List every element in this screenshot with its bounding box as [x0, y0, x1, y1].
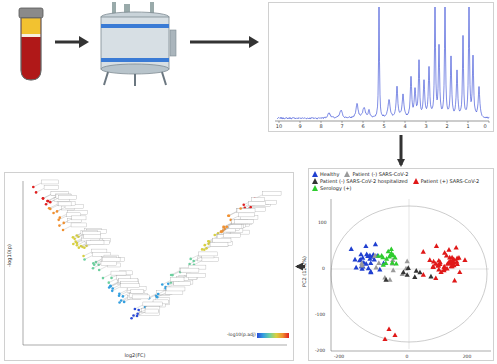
legend-item: Patient (-) SARS-CoV-2 hospitalized [312, 178, 408, 184]
volcano-panel: -log10(p) log2(FC) -log10(p.adj) [4, 172, 294, 361]
legend-swatch [312, 185, 318, 191]
legend-text: Serology (+) [320, 185, 352, 191]
axis-tick: 9 [298, 124, 301, 129]
axis-tick: 2 [445, 124, 448, 129]
colorbar-label: -log10(p.adj) [227, 333, 256, 338]
legend-text: Patient (+) SARS-CoV-2 [421, 178, 479, 184]
flow-arrow [190, 36, 259, 48]
axis-tick: 6 [361, 124, 364, 129]
axis-tick: 8 [319, 124, 322, 129]
legend-item: Patient (-) SARS-CoV-2 [344, 171, 408, 177]
axis-tick: 5 [382, 124, 385, 129]
axis-tick: -100 [315, 313, 325, 318]
axis-title: PC2 (12.2%) [303, 256, 308, 287]
axis-tick: 7 [340, 124, 343, 129]
legend-swatch [413, 178, 419, 184]
legend-item: Serology (+) [312, 185, 352, 191]
blood-tube [19, 8, 43, 80]
plot-drawing [269, 3, 495, 133]
legend-swatch [344, 171, 350, 177]
axis-tick: 1 [466, 124, 469, 129]
legend-item: Patient (+) SARS-CoV-2 [413, 178, 479, 184]
legend-item: Healthy [312, 171, 339, 177]
legend-swatch [312, 178, 318, 184]
flow-arrow [400, 135, 403, 165]
axis-tick: 3 [424, 124, 427, 129]
legend: Healthy Patient (-) SARS-CoV-2Patient (-)… [312, 171, 490, 191]
axis-title: log2(FC) [124, 353, 145, 358]
legend-text: Healthy [320, 171, 339, 177]
axis-tick: 0 [406, 355, 409, 360]
nmr-spectrometer [101, 2, 176, 86]
spectrum-panel: 109876543210 [268, 2, 494, 132]
axis-tick: 0 [322, 267, 325, 272]
axis-tick: 100 [318, 221, 327, 226]
flow-arrow [55, 36, 89, 48]
axis-tick: 200 [463, 355, 472, 360]
axis-tick: -200 [334, 355, 344, 360]
axis-tick: 10 [276, 124, 282, 129]
plot-drawing [309, 169, 495, 362]
axis-title: -log10(p) [7, 244, 12, 267]
axis-tick: 0 [483, 124, 486, 129]
legend-text: Patient (-) SARS-CoV-2 hospitalized [320, 178, 408, 184]
pca-panel: PC2 (12.2%)1000-100-200-2000200 [308, 168, 494, 361]
axis-tick: 4 [403, 124, 406, 129]
legend-text: Patient (-) SARS-CoV-2 [352, 171, 408, 177]
legend-swatch [312, 171, 318, 177]
axis-tick: -200 [315, 349, 325, 354]
